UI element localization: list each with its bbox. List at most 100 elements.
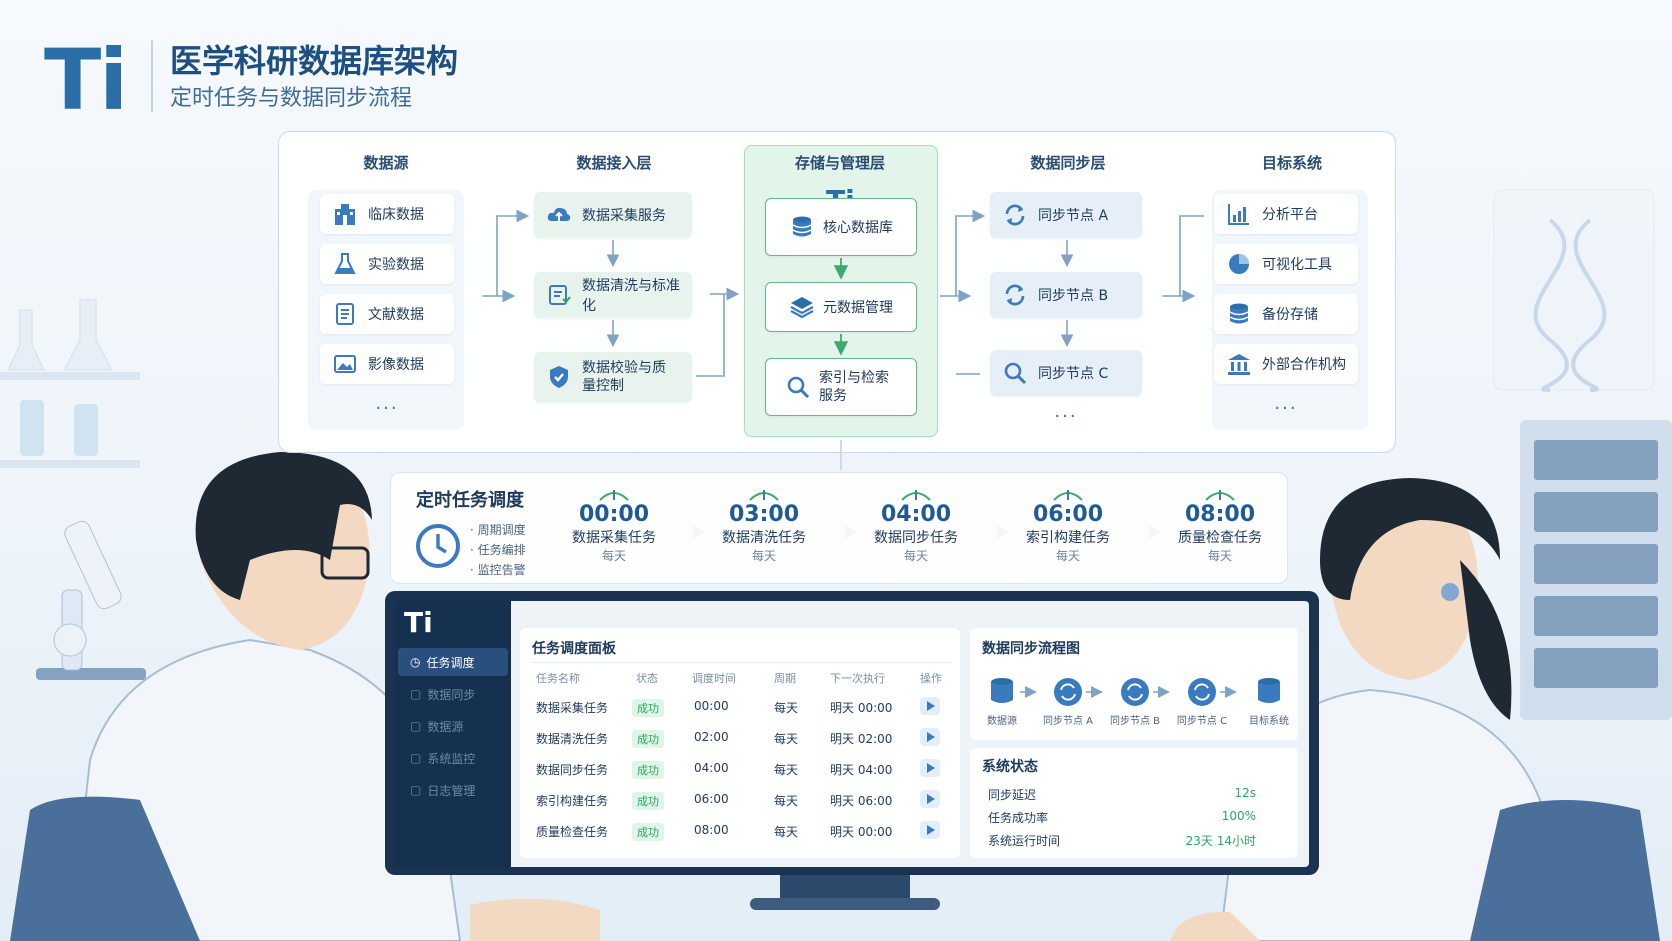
task-schedule-panel [520,628,960,858]
sidebar-item-label: 任务调度 [426,655,475,670]
flow-node-refresh-icon [1054,678,1082,706]
task-time: 08:00 [1184,502,1256,527]
target-card[interactable]: 外部合作机构 [1214,344,1358,384]
run-button[interactable] [920,759,940,777]
table-row: 质量检查任务 成功 08:00 每天 明天 00:00 [532,820,952,842]
target-card[interactable]: 备份存储 [1214,294,1358,334]
table-row: 数据清洗任务 成功 02:00 每天 明天 02:00 [532,727,952,749]
play-icon [927,701,935,711]
storage-label: 核心数据库 [823,220,893,236]
ingest-card[interactable]: 数据校验与质量控制 [534,352,692,402]
pie-icon [1229,254,1249,274]
storage-card[interactable]: 核心数据库 [765,198,917,256]
cron-icon [1205,490,1235,501]
schedule-task[interactable]: 04:00 数据同步任务 每天 [846,488,986,564]
refresh-icon [1005,284,1025,306]
status-badge: 成功 [632,730,664,748]
play-icon [927,732,935,742]
run-button[interactable] [920,821,940,839]
column-header: 操作 [920,672,942,685]
schedule-title: 定时任务调度 [416,490,524,511]
chart-icon [1228,204,1249,225]
run-button[interactable] [920,790,940,808]
schedule-task[interactable]: 03:00 数据清洗任务 每天 [694,488,834,564]
run-button[interactable] [920,728,940,746]
task-frequency: 每天 [751,549,776,563]
task-name: 数据同步任务 [874,530,958,546]
sync-label: 同步节点 C [1038,366,1109,382]
task-name-cell: 数据清洗任务 [536,732,609,746]
storage-card[interactable]: 索引与检索服务 [765,358,917,416]
column-header: 任务名称 [536,672,580,685]
sync-flow-diagram [991,678,1280,706]
table-row: 索引构建任务 成功 06:00 每天 明天 06:00 [532,789,952,811]
sidebar-item-logs[interactable]: ▢日志管理 [398,776,508,804]
storage-card[interactable]: 元数据管理 [765,282,917,332]
cron-icon [749,490,779,501]
target-label: 外部合作机构 [1262,357,1346,373]
ingest-card[interactable]: 数据采集服务 [534,192,692,238]
play-icon [927,825,935,835]
clock-icon: ◷ [410,655,421,669]
cron-icon [599,490,629,501]
column-title-storage: 存储与管理层 [794,154,885,172]
divider [532,662,952,663]
schedule-task[interactable]: 00:00 数据采集任务 每天 [544,488,684,564]
status-value: 100% [1221,809,1256,823]
flow-node-label: 同步节点 C [1176,716,1228,727]
flow-panel-title: 数据同步流程图 [982,641,1080,657]
period-cell: 每天 [774,701,799,715]
ingest-label: 数据采集服务 [582,208,666,224]
source-label: 临床数据 [368,207,424,223]
task-time: 04:00 [880,502,952,527]
sources-more: ··· [375,398,399,419]
schedule-task[interactable]: 08:00 质量检查任务 每天 [1150,488,1290,564]
bank-icon [1228,354,1250,375]
run-button[interactable] [920,697,940,715]
source-card[interactable]: 文献数据 [320,294,454,334]
source-label: 实验数据 [368,257,424,273]
search-icon [1004,362,1027,385]
source-card[interactable]: 影像数据 [320,344,454,384]
status-badge: 成功 [632,792,664,810]
column-header: 调度时间 [692,672,736,685]
sidebar-item-datasource[interactable]: ▢数据源 [398,712,508,740]
task-frequency: 每天 [601,549,626,563]
schedule-feature: · 任务编排 [470,543,526,557]
ingest-card[interactable]: 数据清洗与标准化 [534,272,692,318]
task-name: 索引构建任务 [1026,530,1110,546]
sync-node-card[interactable]: 同步节点 A [990,192,1142,238]
sidebar-item-schedule[interactable]: ◷ 任务调度 [398,648,508,676]
task-time: 03:00 [728,502,800,527]
status-label: 任务成功率 [988,811,1049,825]
task-time: 00:00 [578,502,650,527]
monitor-icon: ▢ [410,751,422,765]
ingest-label: 数据校验与质量控制 [582,360,666,394]
hospital-icon [335,204,355,225]
source-card[interactable]: 实验数据 [320,244,454,284]
sync-node-card[interactable]: 同步节点 C [990,350,1142,396]
task-name-cell: 索引构建任务 [536,794,609,808]
cron-icon [901,490,931,501]
target-card[interactable]: 分析平台 [1214,194,1358,234]
sync-node-card[interactable]: 同步节点 B [990,272,1142,318]
sync-label: 同步节点 A [1038,208,1109,224]
sidebar-item-label: 数据同步 [427,687,476,702]
sidebar-item-sync[interactable]: ▢数据同步 [398,680,508,708]
task-name-cell: 质量检查任务 [536,825,609,839]
column-header: 状态 [636,672,658,685]
schedule-features: · 周期调度 · 任务编排 · 监控告警 [470,520,526,580]
target-card[interactable]: 可视化工具 [1214,244,1358,284]
flow-node-refresh-icon [1188,678,1216,706]
layers-icon [790,297,814,319]
log-icon: ▢ [410,783,422,797]
source-card[interactable]: 临床数据 [320,194,454,234]
flow-node-database-icon [991,678,1013,703]
time-cell: 00:00 [694,699,729,713]
schedule-task[interactable]: 06:00 索引构建任务 每天 [998,488,1138,564]
time-cell: 04:00 [694,761,729,775]
sidebar-item-monitor[interactable]: ▢系统监控 [398,744,508,772]
schedule-feature: · 监控告警 [470,563,526,577]
next-run-cell: 明天 02:00 [830,732,893,746]
